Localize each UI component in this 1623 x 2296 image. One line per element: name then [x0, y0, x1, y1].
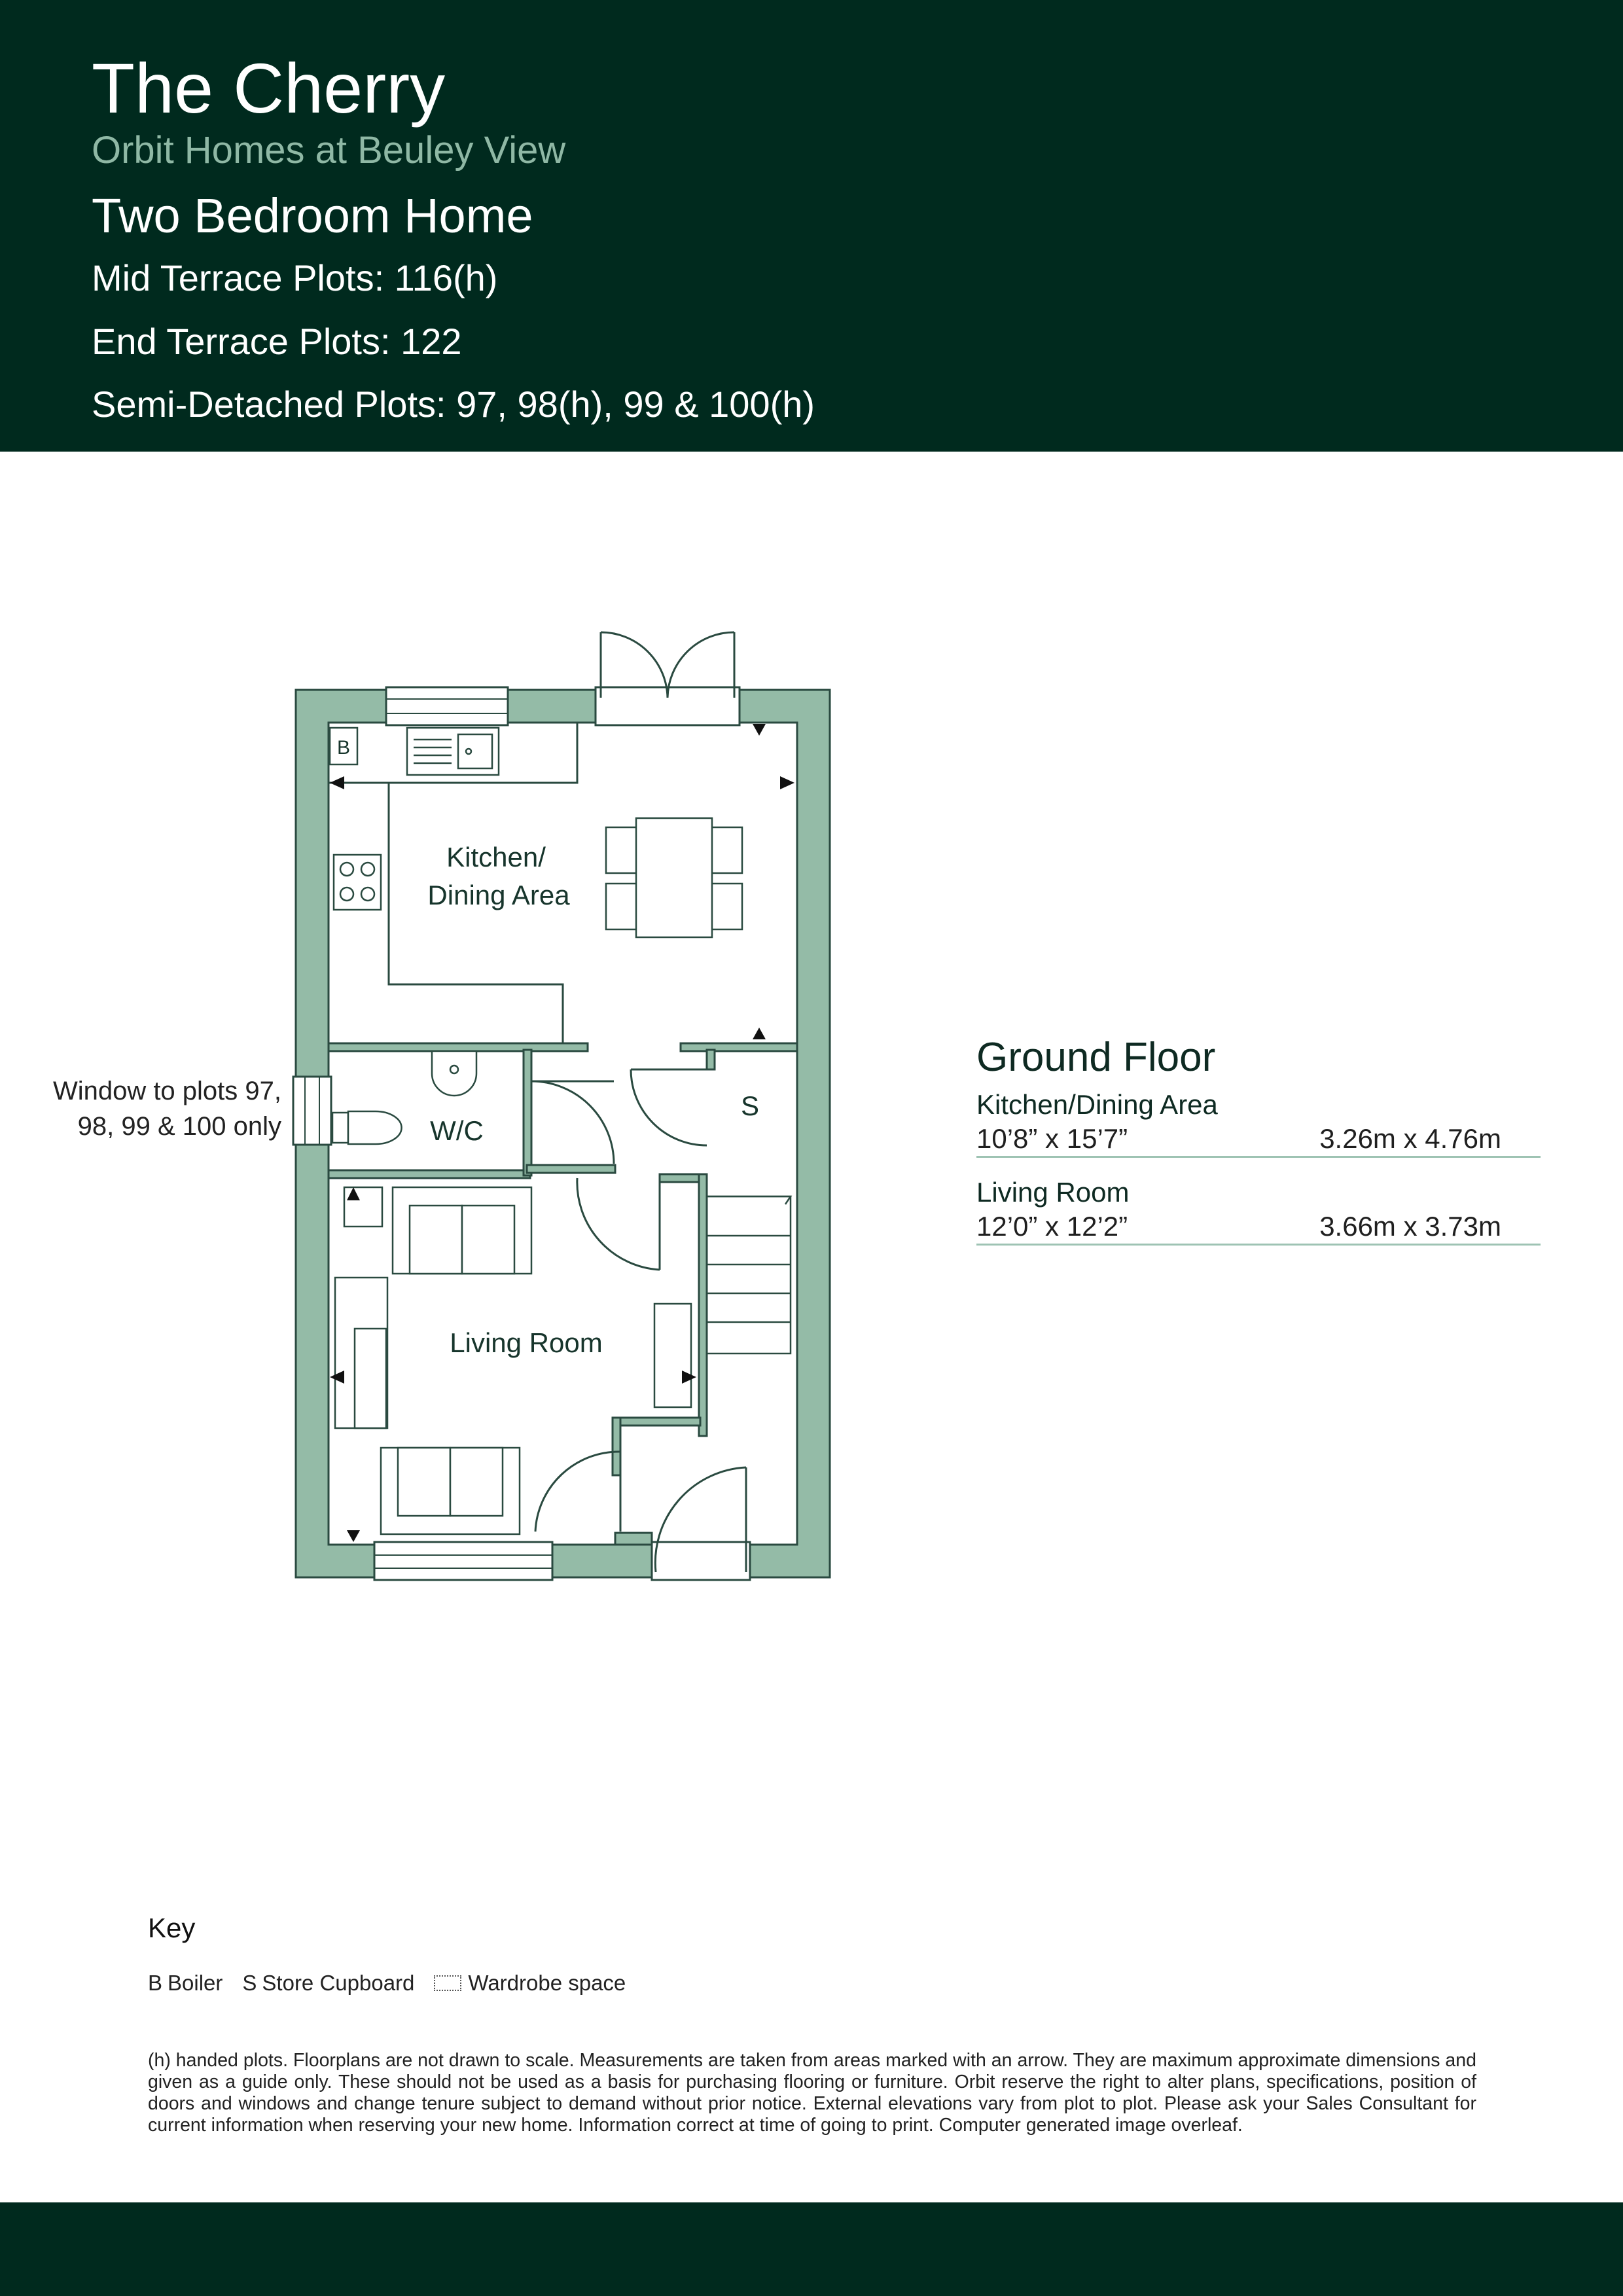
key-symbol: S [242, 1971, 257, 1995]
interior-walls [327, 1042, 798, 1546]
sink [406, 726, 500, 776]
dining-table [605, 817, 743, 939]
wardrobe-space-icon [434, 1975, 462, 1991]
measurement-arrows [330, 724, 794, 1542]
front-door-opening [651, 1541, 751, 1581]
page-title: The Cherry [92, 48, 446, 128]
key-label: Wardrobe space [468, 1971, 626, 1995]
key-item-store: S Store Cupboard [242, 1969, 414, 1998]
room-row-kitchen: Kitchen/Dining Area 10’8” x 15’7” 3.26m … [976, 1088, 1541, 1158]
wc-fixtures [331, 1050, 478, 1145]
wc-door [531, 1080, 615, 1164]
room-imperial: 10’8” x 15’7” [976, 1123, 1128, 1154]
room-name: Kitchen/Dining Area [976, 1089, 1218, 1120]
kitchen-worktop [329, 723, 579, 1043]
key-label: Store Cupboard [262, 1971, 415, 1995]
living-furniture [334, 1186, 692, 1535]
disclaimer: (h) handed plots. Floorplans are not dra… [148, 2050, 1476, 2136]
store-label: S [741, 1090, 759, 1121]
plots-mid-terrace: Mid Terrace Plots: 116(h) [92, 257, 498, 298]
living-room-label: Living Room [450, 1327, 602, 1358]
front-door [654, 1466, 747, 1573]
room-metric: 3.66m x 3.73m [1319, 1211, 1501, 1242]
footer-band [0, 2202, 1623, 2296]
room-row-living: Living Room 12’0” x 12’2” 3.66m x 3.73m [976, 1175, 1541, 1246]
hob [332, 853, 382, 911]
ground-floor-title: Ground Floor [976, 1035, 1216, 1080]
room-metric: 3.26m x 4.76m [1319, 1123, 1501, 1154]
staircase [705, 1195, 793, 1355]
window-note: Window to plots 97, 98, 99 & 100 only [26, 1073, 281, 1144]
key-item-wardrobe: Wardrobe space [434, 1969, 626, 1998]
living-door [576, 1177, 661, 1271]
key-title: Key [148, 1912, 196, 1943]
kitchen-label-line2: Dining Area [427, 880, 570, 910]
development-name: Orbit Homes at Beuley View [92, 129, 566, 171]
kitchen-label-line1: Kitchen/ [446, 842, 546, 872]
room-imperial: 12’0” x 12’2” [976, 1211, 1128, 1242]
key-item-boiler: B Boiler [148, 1969, 223, 1998]
wc-label: W/C [430, 1115, 484, 1146]
kitchen-window [385, 686, 509, 726]
window-note-line1: Window to plots 97, [52, 1077, 281, 1105]
header-band: The Cherry Orbit Homes at Beuley View Tw… [0, 0, 1623, 452]
boiler-box [329, 726, 359, 766]
room-name: Living Room [976, 1177, 1130, 1208]
key-label: Boiler [168, 1971, 223, 1995]
wc-window [292, 1075, 332, 1146]
store-door [630, 1068, 707, 1147]
window-note-line2: 98, 99 & 100 only [77, 1112, 281, 1141]
plots-end-terrace: End Terrace Plots: 122 [92, 321, 462, 362]
key-symbol: B [148, 1971, 163, 1995]
home-type: Two Bedroom Home [92, 188, 533, 243]
boiler-label: B [337, 737, 350, 759]
plots-semi-detached: Semi-Detached Plots: 97, 98(h), 99 & 100… [92, 384, 815, 425]
key-legend: B Boiler S Store Cupboard Wardrobe space [148, 1969, 645, 1998]
living-window [373, 1541, 554, 1581]
patio-doors [599, 631, 736, 698]
hall-door [534, 1450, 622, 1532]
